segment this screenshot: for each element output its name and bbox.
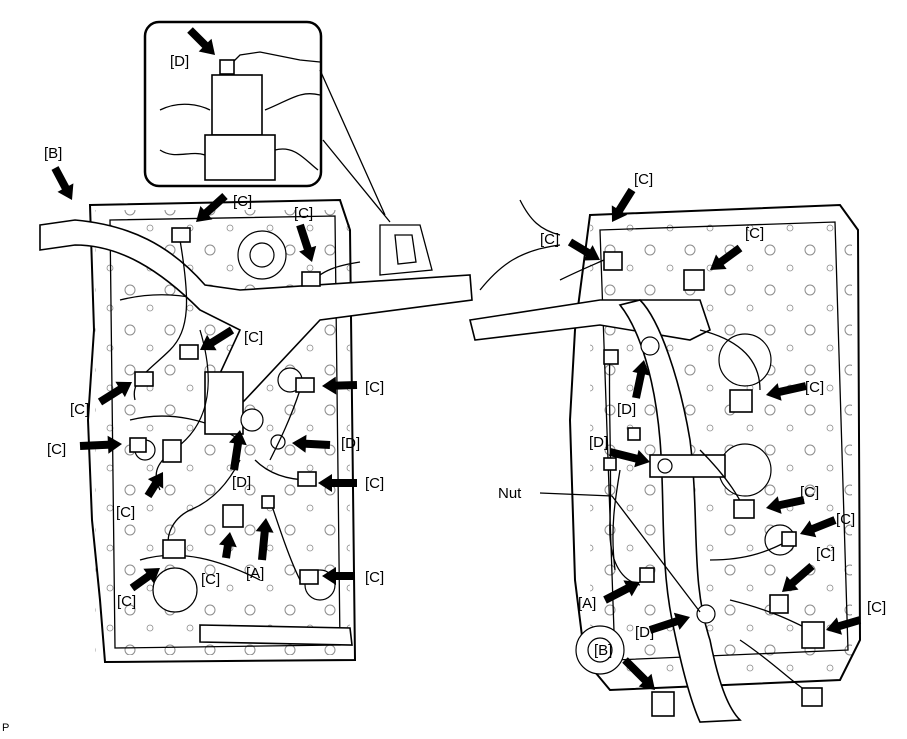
label-c-left-11: [C] (117, 593, 136, 610)
label-d-inset: [D] (170, 53, 189, 70)
callout-arrow-26 (826, 616, 862, 635)
callout-arrow-21 (632, 360, 650, 399)
callout-arrow-7 (97, 381, 132, 406)
corner-mark: P (2, 722, 10, 734)
callout-arrow-20 (766, 382, 807, 401)
callout-arrow-14 (255, 518, 274, 561)
callout-arrow-24 (800, 516, 837, 538)
callout-arrow-16 (322, 567, 355, 585)
label-c-right-8: [C] (867, 599, 886, 616)
callout-arrow-18 (567, 238, 600, 261)
callout-arrow-9 (144, 472, 164, 499)
callout-arrow-19 (710, 244, 743, 270)
label-d-right-2: [D] (589, 434, 608, 451)
label-c-right-1: [C] (634, 171, 653, 188)
left-engine-view (39, 198, 473, 664)
label-a-left: [A] (246, 565, 264, 582)
label-d-right-1: [D] (617, 401, 636, 418)
callout-arrow-17 (611, 187, 636, 222)
label-c-left-5: [C] (70, 401, 89, 418)
label-b-right: [B] (594, 642, 612, 659)
label-d-left-2: [D] (232, 474, 251, 491)
callout-arrow-4 (296, 223, 317, 262)
inset-detail-view (143, 20, 391, 223)
label-c-right-3: [C] (540, 231, 559, 248)
callout-arrow-10 (292, 434, 331, 453)
callout-arrow-1 (187, 27, 215, 55)
label-c-left-9: [C] (365, 569, 384, 586)
label-c-right-7: [C] (816, 545, 835, 562)
callout-arrow-22 (609, 448, 650, 468)
label-a-right: [A] (578, 595, 596, 612)
callout-arrow-11 (229, 430, 247, 471)
label-c-left-10: [C] (201, 571, 220, 588)
label-d-right-3: [D] (635, 624, 654, 641)
label-nut: Nut (498, 485, 522, 502)
label-c-right-5: [C] (800, 484, 819, 501)
callout-arrow-29 (622, 657, 655, 690)
callout-arrow-3 (196, 193, 228, 222)
label-c-right-4: [C] (805, 379, 824, 396)
callout-arrow-28 (648, 612, 690, 634)
callout-arrow-12 (318, 474, 357, 492)
label-c-left-7: [C] (365, 475, 384, 492)
callout-arrow-2 (51, 166, 74, 200)
label-c-left-6: [C] (47, 441, 66, 458)
label-c-left-4: [C] (365, 379, 384, 396)
callout-arrow-23 (766, 496, 805, 514)
label-c-right-2: [C] (745, 225, 764, 242)
label-c-left-8: [C] (116, 504, 135, 521)
callout-arrow-6 (322, 376, 358, 395)
callout-arrow-8 (79, 435, 122, 454)
callout-arrows (51, 27, 862, 690)
callout-arrow-25 (782, 563, 815, 592)
callout-arrow-15 (129, 568, 160, 592)
label-b-left: [B] (44, 145, 62, 162)
label-c-right-6: [C] (836, 511, 855, 528)
label-d-left-1: [D] (341, 435, 360, 452)
callout-arrow-5 (200, 326, 235, 351)
label-c-left-2: [C] (294, 205, 313, 222)
callout-arrow-27 (603, 580, 640, 604)
label-c-left-3: [C] (244, 329, 263, 346)
label-c-left-1: [C] (233, 193, 252, 210)
callout-arrow-13 (219, 532, 237, 559)
callout-labels: [D] [B] [C] [C] [C] [C] [C] [D] [C] [D] … (44, 53, 886, 659)
right-engine-view (469, 199, 862, 723)
